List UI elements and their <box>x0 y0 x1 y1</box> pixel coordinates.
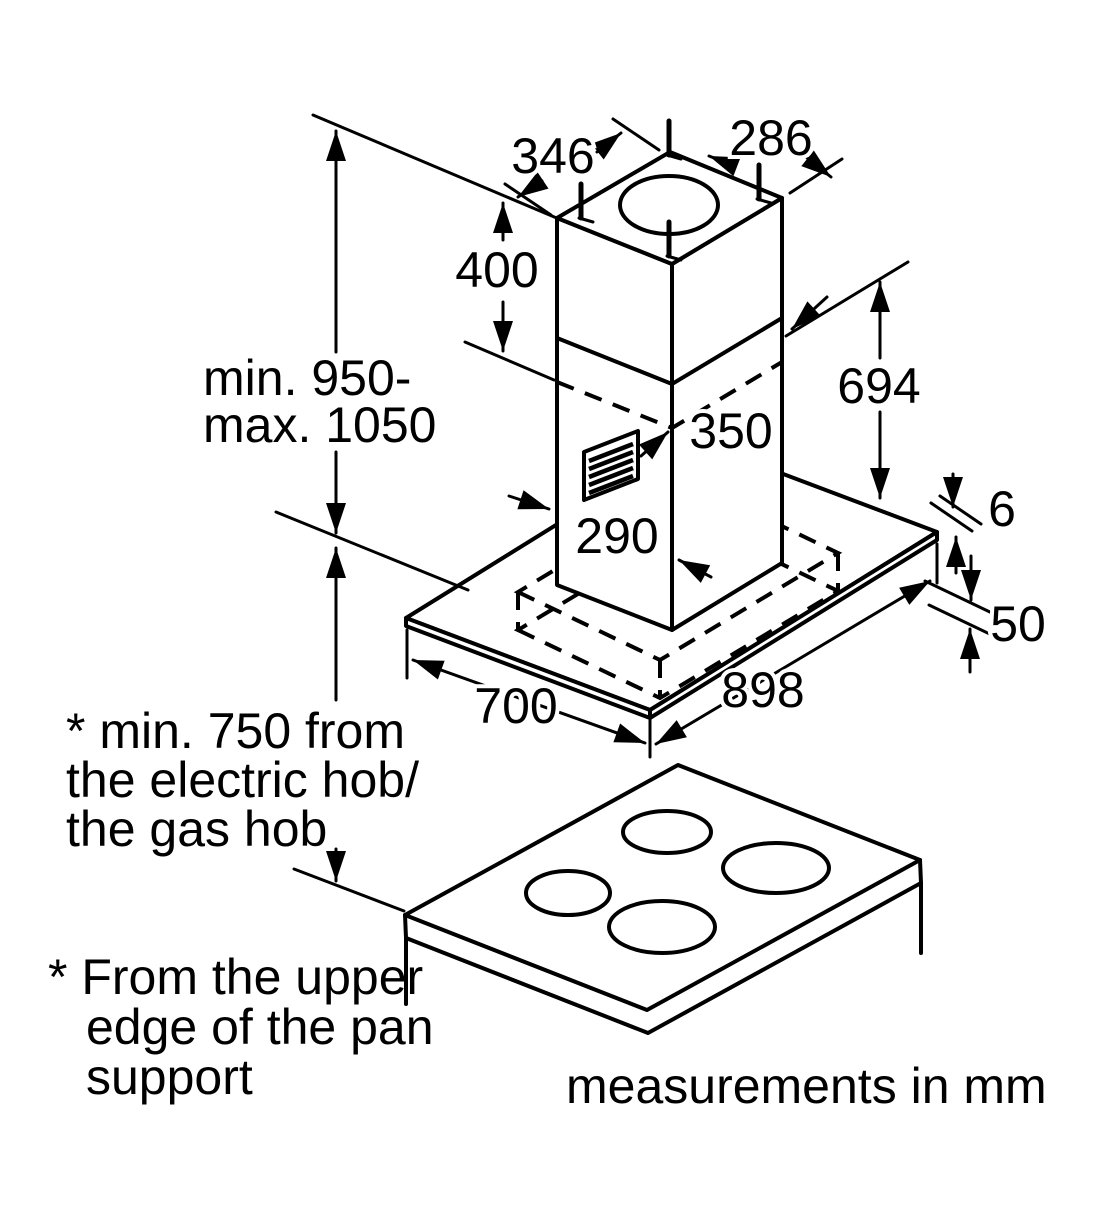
chimney-seam <box>555 316 784 386</box>
dim-label-height-range-line2: max. 1050 <box>203 397 436 453</box>
chimney-inner-edge-dashed <box>556 360 784 431</box>
burner-icon <box>607 899 717 955</box>
tick-6-lower <box>938 494 983 526</box>
note-pan-support: * From the upper edge of the pan support <box>48 949 434 1105</box>
chimney-left-face <box>555 216 674 632</box>
note-hob-clearance-line3: the gas hob <box>66 801 327 857</box>
tick-346-right <box>611 117 661 152</box>
dim-label-346: 346 <box>511 128 594 184</box>
burner-icon <box>524 869 612 917</box>
note-pan-support-line2: edge of the pan <box>86 999 434 1055</box>
dim-label-694: 694 <box>837 358 920 414</box>
burner-icon <box>721 841 831 895</box>
dim-label-898: 898 <box>721 662 804 718</box>
hob-level-extension-line <box>292 867 406 913</box>
hob-top-surface <box>403 763 922 1012</box>
dim-label-350: 350 <box>689 403 772 459</box>
burner-icon <box>621 809 713 855</box>
note-hob-clearance: * min. 750 from the electric hob/ the ga… <box>66 703 419 857</box>
note-hob-clearance-line2: the electric hob/ <box>66 752 419 808</box>
footer-units-note: measurements in mm <box>566 1058 1047 1114</box>
chimney-top-face <box>555 150 784 266</box>
mounting-pin-icon <box>577 181 595 224</box>
line-50-lower <box>927 603 998 639</box>
mounting-pin-icon <box>665 118 683 161</box>
chimney-top-extension-line <box>311 113 561 221</box>
dim-label-6: 6 <box>988 481 1016 537</box>
vent-grille-icon <box>582 429 640 502</box>
note-pan-support-line1: * From the upper <box>48 949 423 1005</box>
tick-6-upper <box>929 501 974 533</box>
dim-label-290: 290 <box>575 508 658 564</box>
note-hob-clearance-line1: * min. 750 from <box>66 703 405 759</box>
note-pan-support-line3: support <box>86 1049 253 1105</box>
dim-label-286: 286 <box>729 110 812 166</box>
mounting-pin-icon <box>665 219 683 262</box>
tick-346-left <box>503 182 553 217</box>
dim-label-700: 700 <box>474 678 557 734</box>
dim-label-height-range-line1: min. 950- <box>203 350 411 406</box>
line-50-upper <box>923 579 994 615</box>
chimney <box>555 118 784 632</box>
mounting-pin-icon <box>755 162 773 205</box>
dim-label-50: 50 <box>990 596 1046 652</box>
hob-edge-thickness <box>403 858 923 1035</box>
dimension-labels: 346 286 400 min. 950- max. 1050 694 350 … <box>199 106 1050 738</box>
dimension-lines <box>326 129 981 883</box>
canopy-level-extension-line <box>274 510 470 592</box>
dim-label-400: 400 <box>455 242 538 298</box>
extension-400 <box>463 340 556 382</box>
extension-694-top <box>784 260 910 338</box>
hob <box>403 763 923 1035</box>
